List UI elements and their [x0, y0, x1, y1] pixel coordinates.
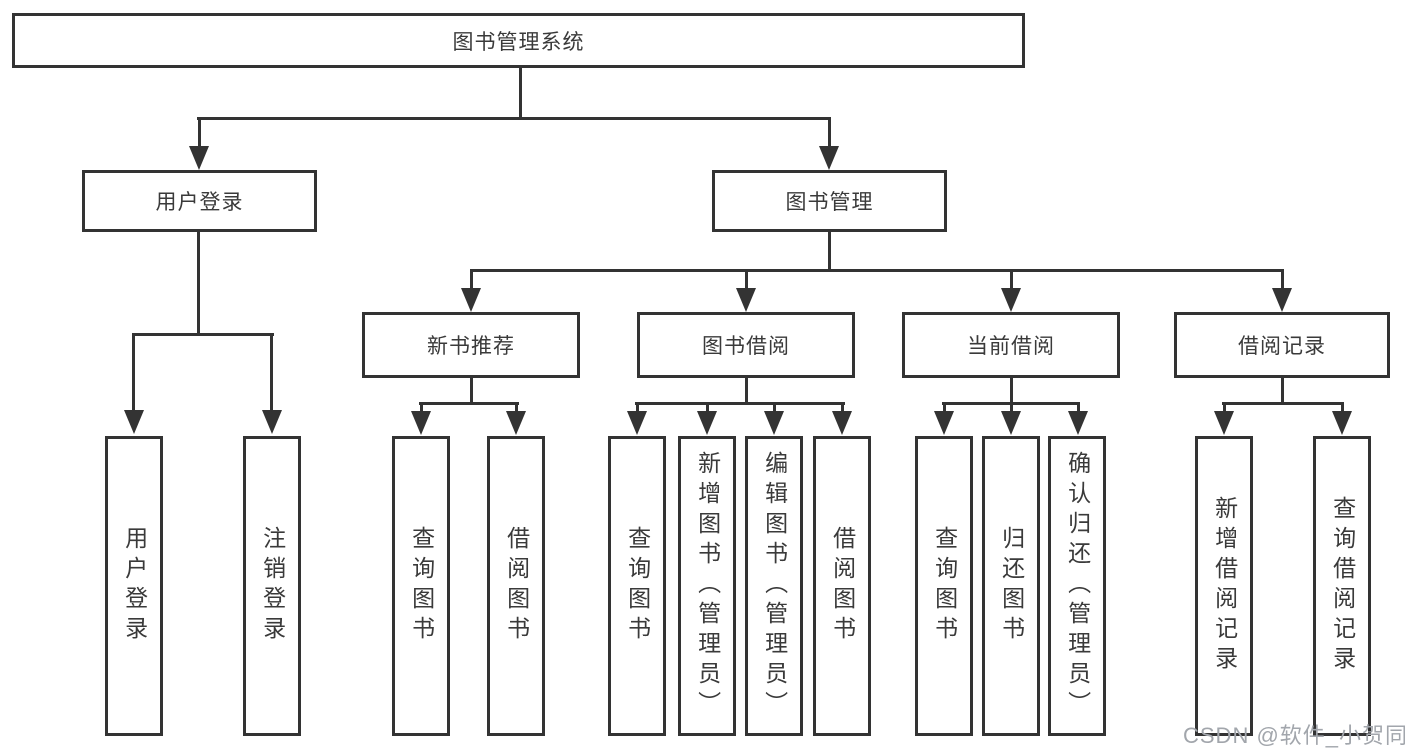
leaf-confirm-return-admin-label: 确认归还（管理员）	[1064, 451, 1091, 721]
leaf-user-login-label: 用户登录	[121, 526, 148, 646]
leaf-query-books-recommend: 查询图书	[392, 436, 450, 736]
connector-line	[470, 269, 473, 291]
node-current-borrowing-label: 当前借阅	[967, 335, 1055, 358]
connector-line	[270, 333, 273, 413]
connector-line	[1223, 402, 1226, 414]
leaf-return-books-label: 归还图书	[998, 526, 1025, 646]
connector-line	[420, 402, 423, 414]
arrowhead-down	[697, 411, 717, 435]
arrowhead-down	[1272, 288, 1292, 312]
connector-line	[773, 402, 776, 414]
connector-line	[1281, 378, 1284, 405]
connector-line	[635, 402, 845, 405]
node-user-login: 用户登录	[82, 170, 317, 232]
leaf-user-login: 用户登录	[105, 436, 163, 736]
connector-line	[519, 68, 522, 118]
connector-line	[1281, 269, 1284, 291]
node-library-system-label: 图书管理系统	[452, 30, 585, 54]
leaf-borrow-books-borrowing: 借阅图书	[813, 436, 871, 736]
connector-line	[197, 117, 831, 120]
leaf-add-books-admin-label: 新增图书（管理员）	[694, 451, 721, 721]
connector-line	[706, 402, 709, 414]
csdn-watermark: CSDN @软件_小贺同学	[1183, 723, 1405, 748]
arrowhead-down	[736, 288, 756, 312]
leaf-borrow-books-recommend-label: 借阅图书	[503, 526, 530, 646]
leaf-logout-label: 注销登录	[259, 526, 286, 646]
arrowhead-down	[411, 411, 431, 435]
connector-line	[470, 269, 1284, 272]
connector-line	[1222, 402, 1344, 405]
arrowhead-down	[627, 411, 647, 435]
node-user-login-label: 用户登录	[155, 191, 244, 214]
connector-line	[1010, 269, 1013, 291]
leaf-borrow-books-borrowing-label: 借阅图书	[829, 526, 856, 646]
leaf-add-borrow-record: 新增借阅记录	[1195, 436, 1253, 736]
leaf-logout: 注销登录	[243, 436, 301, 736]
connector-line	[1010, 378, 1013, 405]
leaf-return-books: 归还图书	[982, 436, 1040, 736]
connector-line	[198, 117, 201, 149]
node-book-borrowing: 图书借阅	[637, 312, 855, 378]
connector-line	[745, 269, 748, 291]
connector-line	[943, 402, 946, 414]
arrowhead-down	[189, 146, 209, 170]
arrowhead-down	[819, 146, 839, 170]
arrowhead-down	[1332, 411, 1352, 435]
leaf-borrow-books-recommend: 借阅图书	[487, 436, 545, 736]
connector-line	[636, 402, 639, 414]
connector-line	[197, 232, 200, 336]
arrowhead-down	[934, 411, 954, 435]
leaf-query-books-current: 查询图书	[915, 436, 973, 736]
leaf-add-books-admin: 新增图书（管理员）	[678, 436, 736, 736]
arrowhead-down	[1001, 411, 1021, 435]
arrowhead-down	[124, 410, 144, 434]
leaf-query-books-borrowing: 查询图书	[608, 436, 666, 736]
arrowhead-down	[1214, 411, 1234, 435]
arrowhead-down	[506, 411, 526, 435]
arrowhead-down	[1068, 411, 1088, 435]
node-book-management: 图书管理	[712, 170, 947, 232]
leaf-query-books-borrowing-label: 查询图书	[624, 526, 651, 646]
connector-line	[828, 117, 831, 149]
node-current-borrowing: 当前借阅	[902, 312, 1120, 378]
leaf-edit-books-admin-label: 编辑图书（管理员）	[761, 451, 788, 721]
leaf-query-borrow-record-label: 查询借阅记录	[1329, 496, 1356, 676]
connector-line	[515, 402, 518, 414]
leaf-query-borrow-record: 查询借阅记录	[1313, 436, 1371, 736]
connector-line	[828, 232, 831, 272]
leaf-edit-books-admin: 编辑图书（管理员）	[745, 436, 803, 736]
connector-line	[419, 402, 519, 405]
node-library-system: 图书管理系统	[12, 13, 1025, 68]
arrowhead-down	[832, 411, 852, 435]
connector-line	[841, 402, 844, 414]
connector-line	[1077, 402, 1080, 414]
leaf-query-books-recommend-label: 查询图书	[408, 526, 435, 646]
connector-line	[1010, 402, 1013, 414]
connector-line	[470, 378, 473, 405]
node-borrowing-records-label: 借阅记录	[1238, 335, 1326, 358]
connector-line	[132, 333, 274, 336]
arrowhead-down	[461, 288, 481, 312]
leaf-query-books-current-label: 查询图书	[931, 526, 958, 646]
arrowhead-down	[262, 410, 282, 434]
arrowhead-down	[764, 411, 784, 435]
node-new-book-recommend: 新书推荐	[362, 312, 580, 378]
node-new-book-recommend-label: 新书推荐	[427, 335, 515, 358]
connector-line	[132, 333, 135, 413]
node-book-management-label: 图书管理	[785, 191, 874, 214]
connector-line	[1341, 402, 1344, 414]
node-borrowing-records: 借阅记录	[1174, 312, 1390, 378]
arrowhead-down	[1001, 288, 1021, 312]
connector-line	[745, 378, 748, 405]
leaf-add-borrow-record-label: 新增借阅记录	[1211, 496, 1238, 676]
node-book-borrowing-label: 图书借阅	[702, 335, 790, 358]
leaf-confirm-return-admin: 确认归还（管理员）	[1048, 436, 1106, 736]
